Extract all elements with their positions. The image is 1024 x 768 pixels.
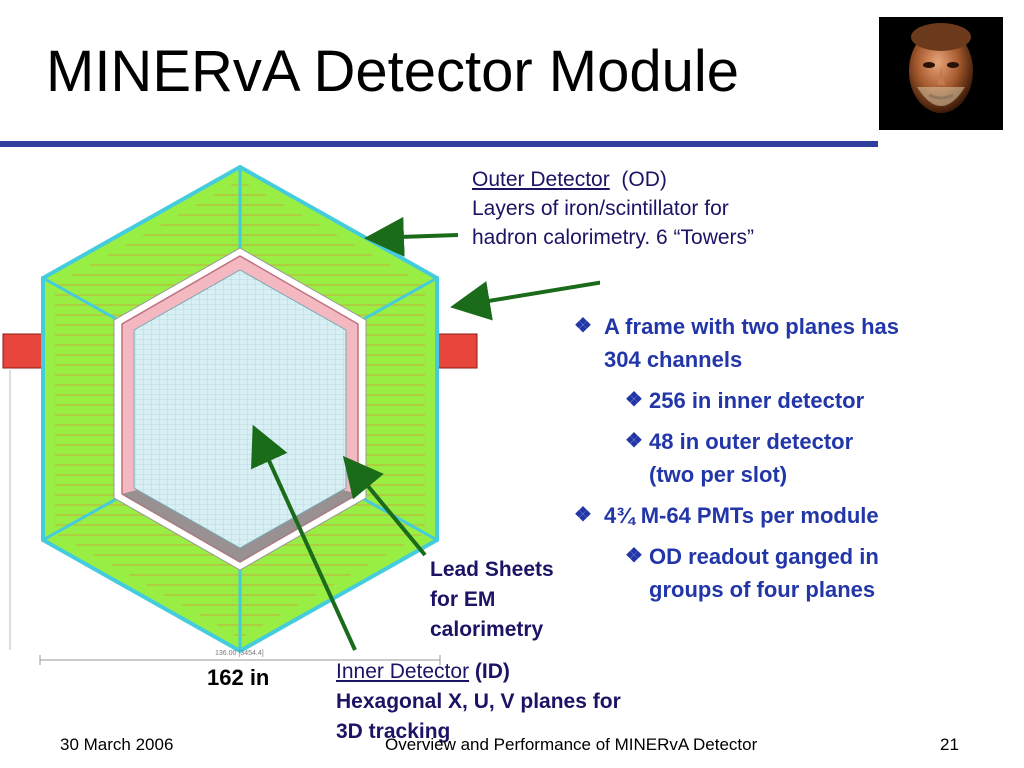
sculpted-head-logo-icon [879, 17, 1003, 130]
bullet-glyph-icon: ❖ [625, 389, 643, 411]
bullet-item: ❖ 48 in outer detector(two per slot) [611, 425, 1016, 491]
od-arrow-1 [364, 216, 459, 257]
inner-detector-label: Inner Detector (ID) Hexagonal X, U, V pl… [336, 657, 621, 747]
od-heading: Outer Detector [472, 168, 610, 191]
id-heading: Inner Detector [336, 660, 470, 683]
bullet-item: ❖ 256 in inner detector [611, 384, 1016, 417]
od-arrow-2 [450, 280, 600, 321]
bullet-glyph-icon: ❖ [625, 430, 643, 452]
id-arrow [251, 424, 357, 651]
bullet-glyph-icon: ❖ [625, 545, 643, 567]
detector-drawing: 136.00 [3454.4] [2, 164, 600, 665]
bullet-item: ❖ 4¾ M-64 PMTs per module [566, 499, 1016, 532]
lead-arrow [342, 455, 427, 557]
id-line3: 3D tracking [336, 720, 451, 743]
footer-title: Overview and Performance of MINERvA Dete… [385, 735, 758, 754]
id-heading-suffix: (ID) [474, 660, 510, 683]
outer-detector-label: Outer Detector (OD) Layers of iron/scint… [472, 165, 754, 252]
title-rule [0, 141, 878, 147]
inner-detector-hexagon [133, 269, 347, 549]
od-heading-suffix: (OD) [621, 168, 667, 191]
bullet-glyph-icon: ❖ [574, 504, 592, 526]
left-mount-bracket [2, 333, 44, 369]
right-mount-bracket [436, 333, 478, 369]
bullet-glyph-icon: ❖ [574, 315, 592, 337]
dimension-label: 162 in [207, 665, 270, 690]
footer-date: 30 March 2006 [60, 735, 174, 754]
dimension-small-text: 136.00 [3454.4] [215, 650, 264, 657]
od-line3: hadron calorimetry. 6 “Towers” [472, 226, 755, 249]
id-line2: Hexagonal X, U, V planes for [336, 690, 621, 713]
page-number: 21 [940, 735, 959, 754]
lead-sheets-label: Lead Sheets for EM calorimetry [430, 558, 554, 641]
od-line2: Layers of iron/scintillator for [472, 197, 729, 220]
slide-title: MINERvA Detector Module [46, 39, 740, 104]
